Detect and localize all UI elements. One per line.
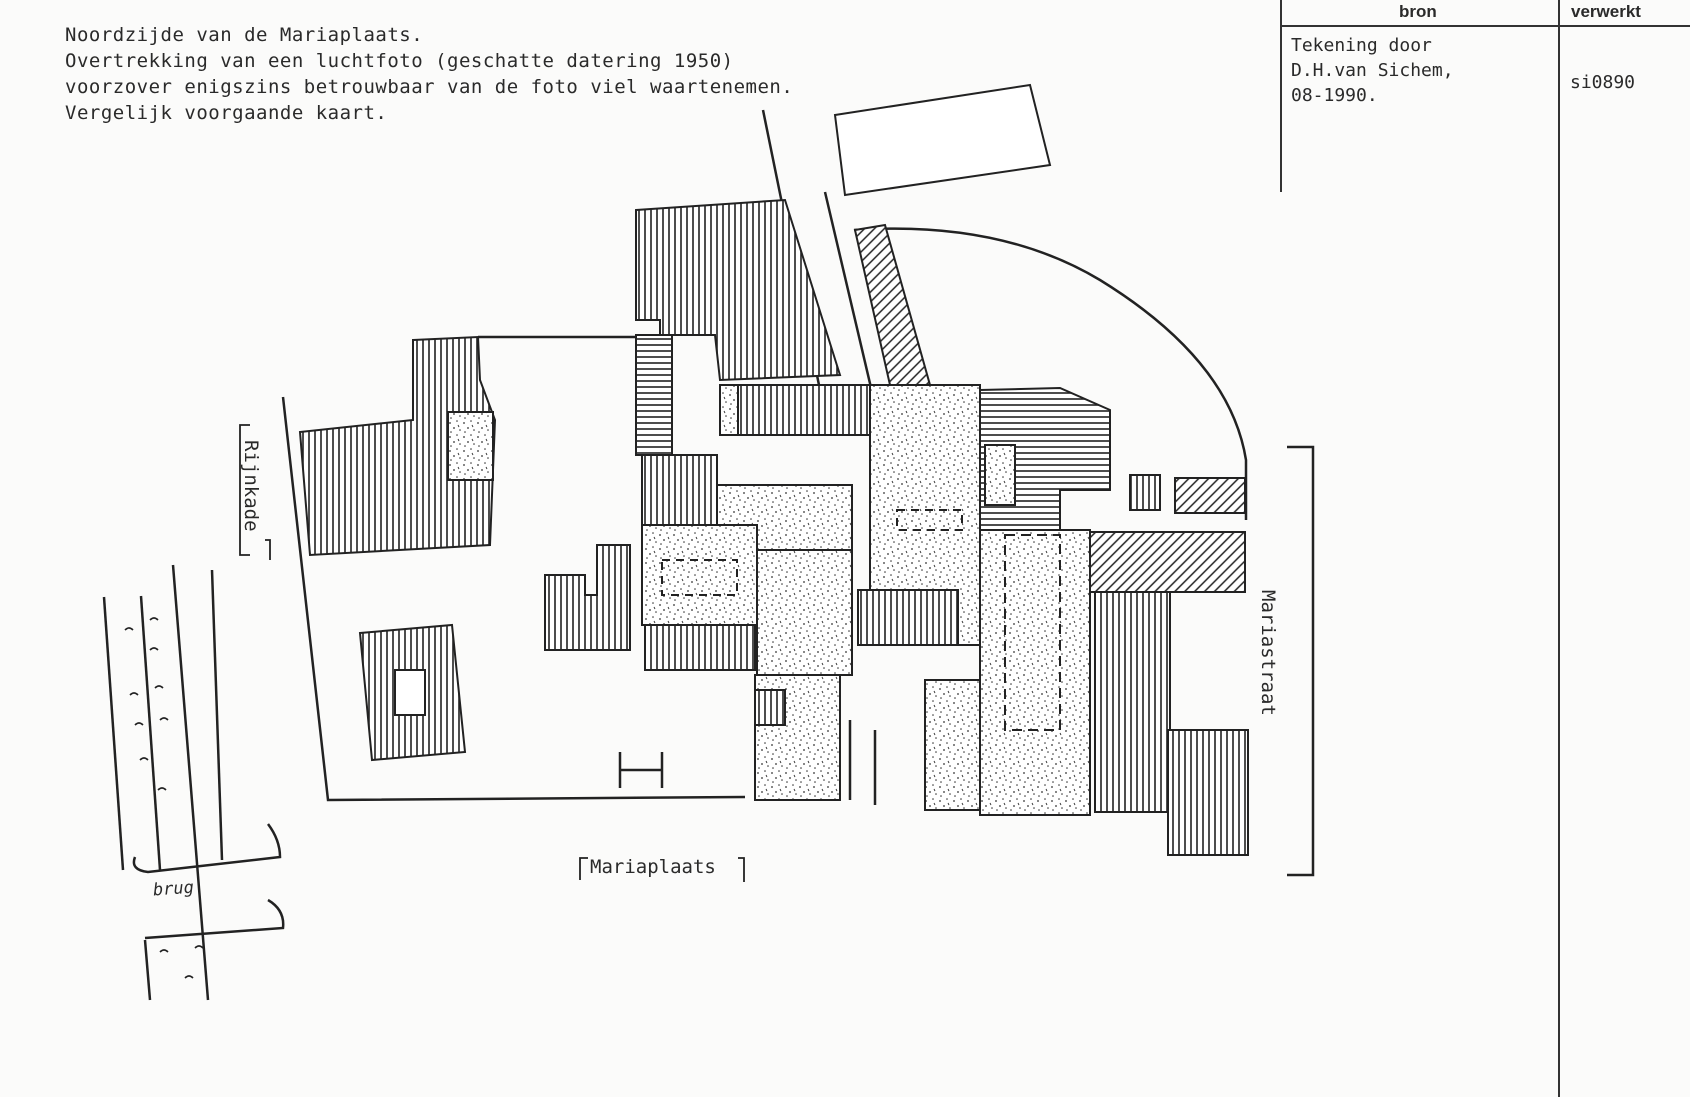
building-small	[1129, 474, 1161, 511]
water-marks	[124, 617, 204, 979]
gate-symbol	[618, 752, 664, 788]
building-block	[644, 624, 756, 671]
dashed-outline	[661, 559, 738, 596]
canal-edge-line	[171, 564, 210, 1001]
building-strip	[635, 334, 673, 456]
table-left-border	[1280, 0, 1282, 192]
map-notes: Noordzijde van de Mariaplaats. Overtrekk…	[65, 22, 793, 126]
bridge-line	[132, 823, 282, 874]
building-strip	[719, 384, 871, 436]
building-small-l	[544, 544, 631, 651]
courtyard-small	[447, 411, 494, 481]
bron-line: 08-1990.	[1291, 85, 1378, 106]
courtyard-small	[984, 444, 1016, 506]
building-north-row	[635, 198, 842, 382]
building-rijnkade	[298, 335, 497, 557]
plot-boundary-line	[281, 396, 746, 802]
note-title: Noordzijde van de Mariaplaats.	[65, 24, 424, 46]
building-north	[833, 83, 1052, 197]
bron-line: Tekening door	[1291, 35, 1432, 56]
bron-header: bron	[1399, 2, 1437, 21]
table-header-rule	[1280, 25, 1690, 27]
curved-garden-wall	[853, 227, 1248, 520]
building-narrow-wing	[853, 223, 932, 386]
verwerkt-header: verwerkt	[1571, 2, 1641, 21]
bron-cell: Tekening door D.H.van Sichem, 08-1990.	[1291, 33, 1454, 108]
canal-edge-line	[139, 595, 162, 871]
building-block	[641, 454, 718, 526]
building-mariastraat	[1094, 591, 1171, 813]
table-column-divider	[1558, 0, 1560, 1097]
mariastraat-frontage-line	[1287, 445, 1315, 877]
dashed-outline	[896, 509, 963, 531]
canal-edge-line	[143, 939, 152, 1001]
label-mariaplaats: Mariaplaats	[590, 856, 716, 878]
courtyard-small	[719, 384, 739, 436]
note-line-2: Overtrekking van een luchtfoto (geschatt…	[65, 50, 734, 72]
label-mariastraat: Mariastraat	[1257, 590, 1279, 716]
building-corner	[1167, 729, 1249, 856]
building-block	[857, 589, 959, 646]
label-rijnkade: Rijnkade	[240, 440, 262, 532]
note-line-3: voorzover enigszins betrouwbaar van de f…	[65, 76, 794, 98]
building-mariastraat	[1089, 531, 1246, 593]
bridge-line	[144, 898, 285, 940]
canal-edge-line	[102, 596, 125, 871]
canal-edge-line	[210, 569, 224, 861]
courtyard	[756, 549, 853, 676]
label-bracket	[579, 857, 745, 882]
inner-court	[394, 669, 426, 716]
courtyard	[924, 679, 981, 811]
verwerkt-cell: si0890	[1570, 72, 1636, 93]
building-small	[1174, 477, 1246, 514]
label-bracket	[239, 424, 271, 560]
bron-line: D.H.van Sichem,	[1291, 60, 1454, 81]
dashed-outline	[1004, 534, 1061, 731]
label-brug: brug	[152, 878, 194, 901]
courtyard	[716, 484, 853, 551]
building-block	[754, 689, 786, 726]
courtyard-inner	[641, 524, 758, 626]
courtyard-long	[979, 529, 1091, 816]
note-line-4: Vergelijk voorgaande kaart.	[65, 102, 388, 124]
